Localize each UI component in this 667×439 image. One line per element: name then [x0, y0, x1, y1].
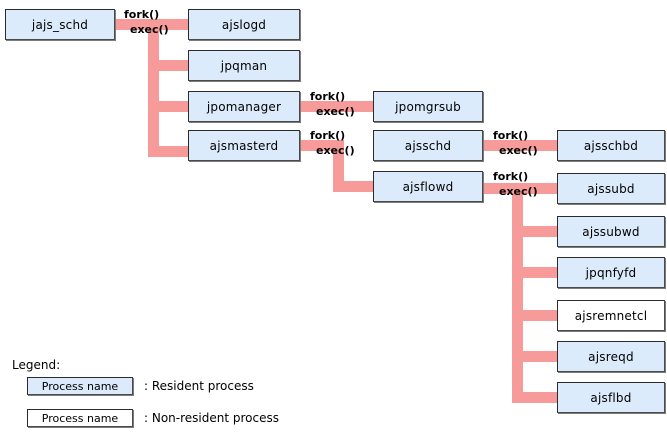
legend-title: Legend: [12, 358, 61, 372]
connector-trunk1-b4 [148, 146, 188, 157]
process-node-ajsflbd: ajsflbd [557, 382, 665, 413]
process-node-ajsschbd: ajsschbd [557, 130, 665, 161]
process-node-label: ajssubd [587, 181, 635, 196]
process-node-ajsflowd: ajsflowd [373, 171, 483, 202]
process-node-ajsschd: ajsschd [373, 130, 483, 161]
process-node-label: ajsmasterd [209, 138, 279, 153]
process-node-ajssubd: ajssubd [557, 173, 665, 204]
connector-trunk3-schd [483, 140, 557, 151]
legend-item-nonresident: Process name : Non-resident process [27, 409, 279, 427]
connector-trunk1-b1 [148, 19, 188, 30]
connector-trunk3-stub [483, 183, 523, 194]
exec-call-text: exec() [499, 144, 538, 157]
process-node-ajsmasterd: ajsmasterd [188, 130, 300, 161]
legend-chip-resident: Process name [27, 377, 133, 395]
connector-trunk1-b2 [148, 60, 188, 71]
connector-trunk3-b2 [512, 226, 557, 237]
fork-call-text: fork() [493, 170, 529, 183]
exec-call-text: exec() [316, 105, 355, 118]
process-node-ajsreqd: ajsreqd [557, 341, 665, 372]
process-node-label: jpomanager [206, 99, 282, 114]
legend-chip-nonresident: Process name [27, 409, 133, 427]
process-node-label: ajsflbd [590, 390, 632, 405]
fork-call-text: fork() [124, 8, 160, 21]
connector-trunk3-vert [512, 183, 523, 396]
connector-trunk3-b5 [512, 351, 557, 362]
connector-trunk3-b4 [512, 310, 557, 321]
process-node-ajslogd: ajslogd [188, 9, 300, 40]
connector-trunk2-vert [333, 140, 344, 187]
process-node-label: ajsremnetcl [574, 308, 648, 323]
exec-call-text: exec() [499, 185, 538, 198]
connector-trunk3-b6 [512, 392, 557, 403]
connector-trunk3-b3 [512, 267, 557, 278]
process-node-jpomgrsub: jpomgrsub [373, 91, 483, 122]
fork-call-text: fork() [310, 90, 346, 103]
fork-call-text: fork() [310, 129, 346, 142]
connector-trunk1-stub [115, 19, 160, 30]
legend-label-nonresident: : Non-resident process [144, 411, 279, 425]
connector-trunk1-vert [148, 19, 159, 157]
process-node-label: ajsschd [404, 138, 452, 153]
process-node-label: jpomgrsub [395, 99, 461, 114]
syscall-label-call-ajsflowd: fork() exec() [493, 169, 538, 199]
syscall-label-call-ajsmasterd: fork() exec() [310, 128, 355, 158]
process-node-label: jpqnfyfd [585, 265, 637, 280]
connector-trunk3-b1 [512, 183, 557, 194]
process-node-jajs_schd: jajs_schd [5, 9, 115, 40]
process-node-jpqnfyfd: jpqnfyfd [557, 257, 665, 288]
exec-call-text: exec() [316, 144, 355, 157]
syscall-label-call-jajs-schd: fork() exec() [124, 7, 169, 37]
connector-trunk2-jpo [300, 101, 373, 112]
process-node-ajssubwd: ajssubwd [557, 216, 665, 247]
process-node-label: ajssubwd [582, 224, 640, 239]
process-node-jpqman: jpqman [188, 50, 300, 81]
syscall-label-call-ajsschd: fork() exec() [493, 128, 538, 158]
process-node-label: jajs_schd [31, 17, 89, 32]
fork-call-text: fork() [493, 129, 529, 142]
connector-trunk2-stub [300, 140, 344, 151]
process-node-ajsremnetcl: ajsremnetcl [557, 300, 665, 331]
exec-call-text: exec() [130, 23, 169, 36]
syscall-label-call-jpomanager: fork() exec() [310, 89, 355, 119]
connector-trunk1-b3 [148, 101, 188, 112]
process-node-label: jpqman [220, 58, 268, 73]
legend-item-resident: Process name : Resident process [27, 377, 254, 395]
process-node-label: ajsreqd [588, 349, 634, 364]
process-node-label: ajsflowd [402, 179, 454, 194]
legend-label-resident: : Resident process [144, 379, 254, 393]
connector-trunk2-b2 [333, 181, 373, 192]
process-node-label: ajsschbd [583, 138, 639, 153]
process-node-jpomanager: jpomanager [188, 91, 300, 122]
process-node-label: ajslogd [221, 17, 267, 32]
